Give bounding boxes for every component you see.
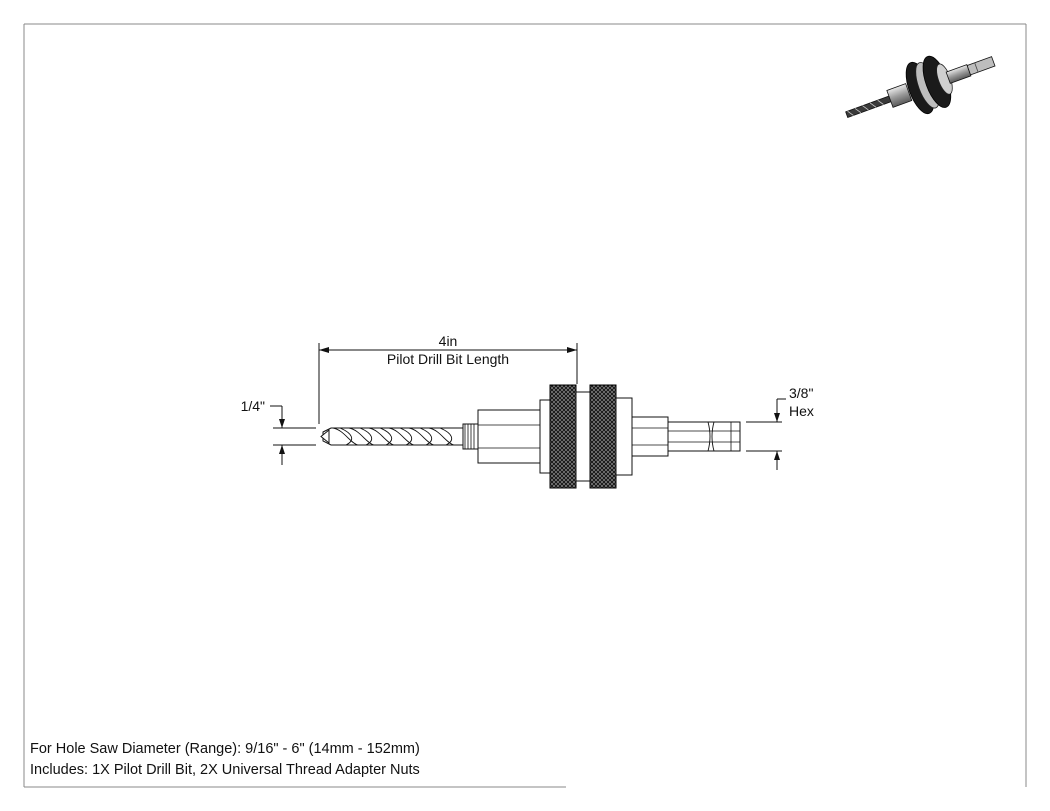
thread-adapter [462,423,479,450]
hex-size-label: 3/8" [789,385,813,401]
isometric-thumbnail [845,55,996,119]
includes-note: Includes: 1X Pilot Drill Bit, 2X Univers… [30,762,420,778]
length-value: 4in [439,333,458,349]
pilot-drill-bit [320,427,464,446]
arbor-assembly [320,384,741,489]
hole-saw-range-note: For Hole Saw Diameter (Range): 9/16" - 6… [30,741,420,757]
length-label: Pilot Drill Bit Length [387,351,509,367]
length-dimension [318,343,578,424]
hex-dimension [746,398,786,470]
sheet-border [23,23,1027,788]
arbor-body [477,384,633,489]
hex-shank [631,416,741,457]
pilot-diameter-label: 1/4" [241,398,265,414]
pilot-diameter-dimension [270,405,316,465]
hex-label: Hex [789,403,814,419]
